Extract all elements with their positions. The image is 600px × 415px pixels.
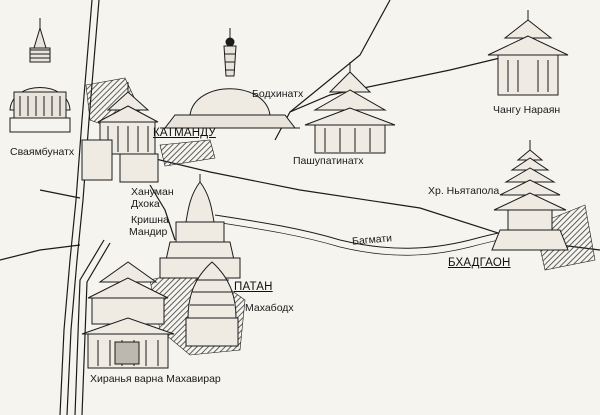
road-south-west-b	[81, 242, 111, 415]
label-hanuman-dhoka-2: Дхока	[131, 198, 160, 210]
patan-temples-drawing	[81, 261, 175, 369]
road-patan-ktm	[149, 184, 176, 241]
road-swayambhu	[39, 189, 81, 199]
label-krishna-mandir-2: Мандир	[129, 226, 168, 238]
label-pashupatinath: Пашупатинатх	[293, 155, 364, 167]
label-hiranya: Хиранья варна Махавирар	[90, 373, 221, 385]
nyatapola-drawing	[491, 140, 569, 251]
label-bodhnath: Бодхинатх	[252, 88, 304, 100]
bodhnath-drawing	[160, 28, 300, 129]
pashupatinath-drawing	[304, 62, 396, 154]
label-hanuman-dhoka-1: Хануман	[131, 186, 174, 198]
city-bhaktapur: БХАДГАОН	[448, 257, 511, 269]
label-changu-narayan: Чангу Нараян	[493, 104, 561, 116]
swayambhunath-drawing	[9, 18, 71, 133]
label-mahabodh: Махабодх	[245, 302, 294, 314]
road-south-west	[74, 239, 105, 415]
city-kathmandu: КАТМАНДУ	[153, 127, 216, 139]
road-to-changu	[274, 57, 501, 141]
label-nyatapola: Хр. Ньятапола	[428, 185, 500, 197]
changu-narayan-drawing	[487, 10, 569, 96]
road-north-pashupati	[289, 0, 391, 113]
label-swayambhunath: Сваямбунатх	[10, 146, 75, 158]
ktm-urban-hatch-2	[159, 139, 216, 167]
label-krishna-mandir-1: Кришна	[131, 214, 169, 226]
road-north-south-a	[59, 0, 93, 415]
city-patan: ПАТАН	[234, 281, 273, 293]
mahabodh-drawing	[185, 261, 239, 347]
kathmandu-temples-drawing	[81, 82, 159, 183]
road-west	[0, 244, 81, 261]
